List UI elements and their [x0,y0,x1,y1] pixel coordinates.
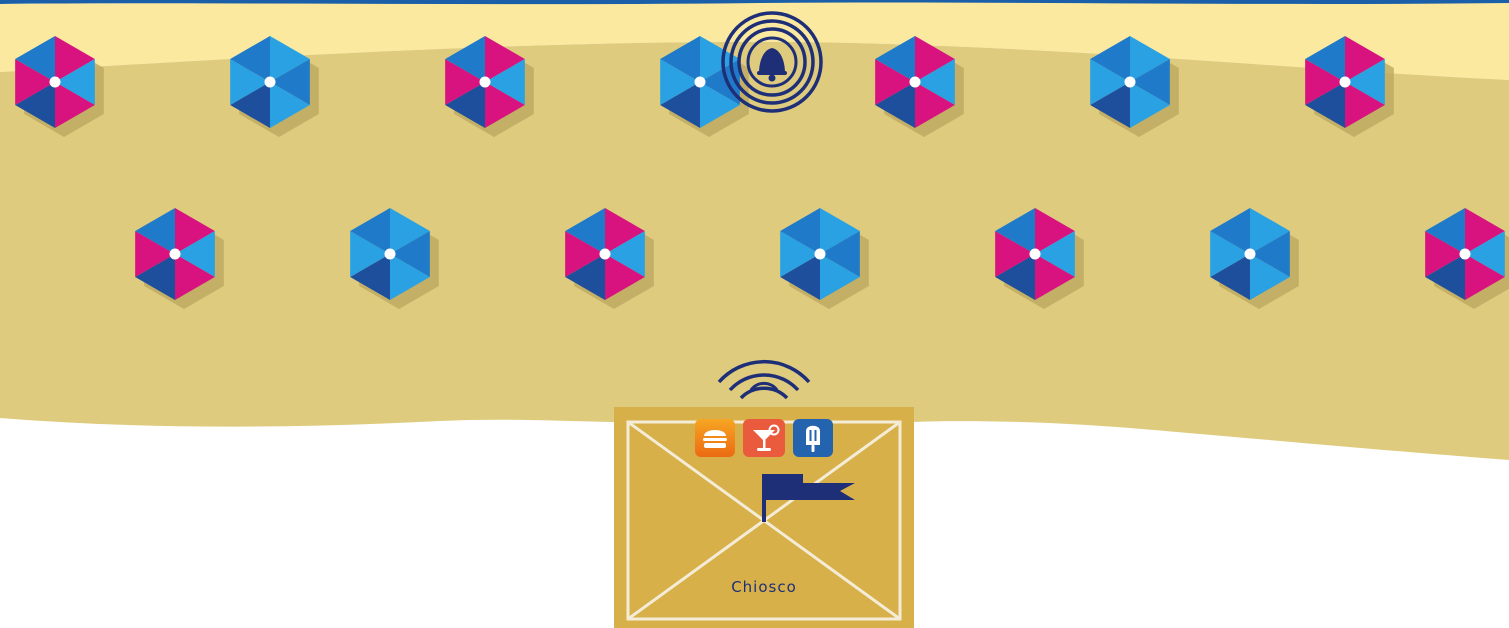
umbrella-pole-top [50,77,61,88]
burger-icon[interactable] [695,419,735,457]
bell-icon[interactable] [723,13,821,111]
kiosk-label: Chiosco [731,578,797,596]
umbrella-pole-top [265,77,276,88]
umbrella-pole-top [695,77,706,88]
kiosk[interactable]: Chiosco [614,407,914,628]
umbrella-pole-top [480,77,491,88]
umbrella-pole-top [1460,249,1471,260]
umbrella-pole-top [1125,77,1136,88]
umbrella-pole-top [1245,249,1256,260]
umbrella-pole-top [385,249,396,260]
umbrella-pole-top [910,77,921,88]
umbrella-pole-top [600,249,611,260]
umbrella-pole-top [1340,77,1351,88]
cocktail-icon[interactable] [743,419,785,457]
umbrella-pole-top [170,249,181,260]
umbrella-pole-top [1030,249,1041,260]
popsicle-icon[interactable] [793,419,833,457]
umbrella-pole-top [815,249,826,260]
